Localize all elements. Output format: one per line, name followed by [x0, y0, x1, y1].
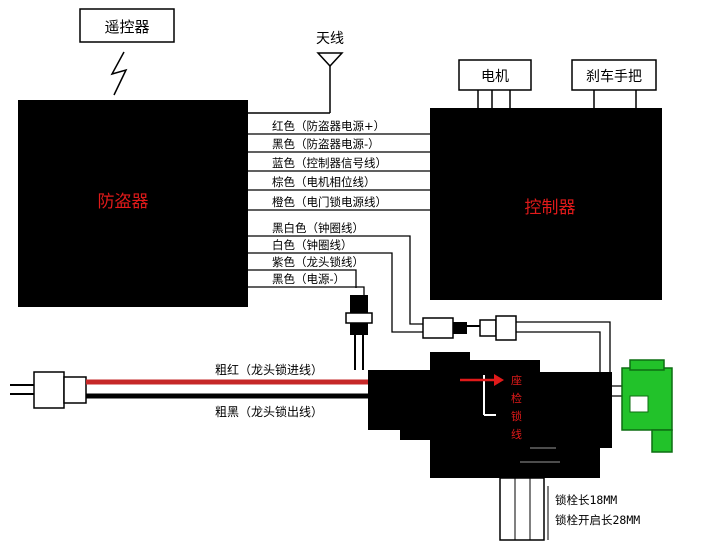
seat-lock-char: 座: [511, 373, 522, 387]
bolt-open-length-label: 锁栓开启长28MM: [555, 513, 640, 527]
signal-connector-right: [479, 315, 517, 341]
anti-theft-label: 防盗器: [98, 192, 149, 212]
antenna-label: 天线: [316, 31, 344, 47]
controller-label: 控制器: [525, 198, 576, 218]
wireless-signal-icon: [110, 51, 128, 96]
wire-label: 黑色（防盗器电源-）: [272, 137, 380, 151]
thick-black-label: 粗黑（龙头锁出线）: [215, 404, 323, 419]
brake-handle-box: 刹车手把: [571, 59, 657, 108]
remote-control: 遥控器: [79, 8, 175, 43]
lock-power-plug: [345, 295, 373, 370]
seat-lock-char: 检: [511, 391, 522, 405]
wire-label: 黑白色（钟圈线）: [272, 221, 364, 235]
wire-label: 蓝色（控制器信号线）: [272, 156, 387, 170]
wire-label: 棕色（电机相位线）: [272, 175, 376, 189]
wire-bundle: [248, 133, 622, 397]
wire-label: 紫色（龙头锁线）: [272, 255, 364, 269]
main-plug-connector: [10, 371, 87, 409]
remote-label: 遥控器: [104, 18, 149, 36]
lock-green-connector: [621, 359, 673, 453]
wire-label: 红色（防盗器电源+）: [272, 119, 385, 133]
motor-box: 电机: [458, 59, 532, 108]
wire-label: 白色（钟圈线）: [272, 238, 353, 252]
wire-labels: 红色（防盗器电源+） 黑色（防盗器电源-） 蓝色（控制器信号线） 棕色（电机相位…: [272, 119, 387, 286]
wire-label: 黑色（电源-）: [272, 272, 345, 286]
bolt-length-label: 锁栓长18MM: [555, 493, 617, 507]
motor-label: 电机: [481, 69, 509, 85]
wire-label: 橙色（电门锁电源线）: [272, 195, 387, 209]
lock-bolt: [499, 477, 549, 541]
seat-lock-char: 线: [511, 427, 522, 441]
controller-unit: 控制器: [430, 108, 662, 300]
thick-red-label: 粗红（龙头锁进线）: [215, 362, 323, 377]
seat-lock-label: 座 检 锁 线: [511, 373, 522, 441]
steering-lock-assembly: [368, 352, 612, 478]
brake-label: 刹车手把: [586, 68, 642, 85]
anti-theft-unit: 防盗器: [18, 100, 248, 307]
signal-connector-left: [422, 317, 480, 339]
antenna: 天线: [248, 31, 344, 114]
thick-wires: 粗红（龙头锁进线） 粗黑（龙头锁出线）: [86, 362, 370, 419]
seat-lock-char: 锁: [511, 409, 522, 423]
seat-lock-arrow: [460, 374, 504, 386]
